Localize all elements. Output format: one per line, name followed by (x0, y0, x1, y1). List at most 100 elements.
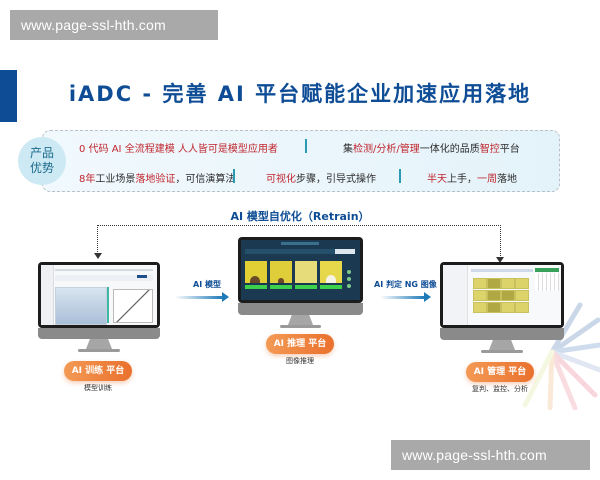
platform-badge-management: AI 管理 平台 (466, 362, 534, 382)
screen-info-box (335, 249, 355, 254)
advantages-panel: 0 代码 AI 全流程建模 人人皆可是模型应用者 集检测/分析/管理一体化的品质… (42, 130, 560, 192)
platform-badge-inference: AI 推理 平台 (266, 334, 334, 354)
status-bar-ok (245, 285, 267, 289)
monitor-chin (440, 328, 564, 340)
inference-screen (241, 240, 360, 300)
arrow-down-icon (496, 257, 504, 263)
screen-info-bar (245, 249, 335, 254)
screen-tabs (55, 269, 153, 271)
monitor-management (440, 262, 564, 356)
page-title: iADC - 完善 AI 平台赋能企业加速应用落地 (68, 82, 532, 106)
defect-mark (250, 276, 260, 283)
advantage-text: 平台 (499, 144, 520, 155)
ng-image-tile (487, 302, 501, 313)
platform-caption-management: 复判、监控、分析 (472, 385, 528, 393)
ng-image-tile (501, 302, 515, 313)
product-advantage-badge: 产品 优势 (18, 137, 66, 185)
monitor-chin (238, 303, 363, 315)
monitor-base (78, 349, 120, 352)
advantage-item-1: 0 代码 AI 全流程建模 人人皆可是模型应用者 (79, 140, 278, 155)
screen-calendar (535, 273, 559, 291)
monitor-chin (38, 328, 160, 339)
screen-button (137, 275, 147, 278)
separator (399, 169, 401, 183)
badge-line-2: 优势 (29, 161, 54, 175)
flow-label-ng-image: AI 判定 NG 图像 (374, 280, 437, 289)
watermark-top: www.page-ssl-hth.com (10, 10, 218, 40)
image-tile (295, 261, 317, 283)
advantage-highlight: 检测/分析/管理 (353, 144, 420, 155)
ng-image-tile (501, 278, 515, 289)
advantage-highlight: 一周 (477, 174, 497, 185)
curve-chart (113, 289, 153, 323)
ng-image-tile (487, 278, 501, 289)
advantage-text: 0 代码 AI 全流程建模 (79, 144, 178, 155)
advantage-highlight: 落地验证 (135, 174, 176, 185)
arrow-right-icon (175, 292, 229, 302)
advantage-highlight: 8年 (79, 174, 96, 185)
defect-mark (278, 278, 284, 283)
arrow-right-icon (380, 292, 431, 302)
retrain-label: AI 模型自优化（Retrain） (230, 210, 370, 223)
training-screen (41, 265, 157, 325)
status-bar-ok (320, 285, 342, 289)
side-accent-bar (0, 70, 17, 122)
advantage-highlight: 人人皆可是模型应用者 (177, 144, 278, 155)
advantage-item-2: 集检测/分析/管理一体化的品质智控平台 (343, 140, 520, 155)
ng-image-tile (473, 302, 487, 313)
advantage-text: 集 (343, 144, 353, 155)
ng-image-tile (515, 278, 529, 289)
monitor-stand (86, 339, 112, 349)
image-tile (270, 261, 292, 283)
advantage-text: 步骤，引导式操作 (296, 174, 376, 185)
advantage-text: 一体化的品质 (419, 144, 480, 155)
platform-badge-training: AI 训练 平台 (64, 361, 132, 381)
chart-divider (107, 287, 109, 323)
advantage-text: 落地 (497, 174, 517, 185)
separator (305, 139, 307, 153)
monitor-base (280, 325, 321, 328)
badge-line-1: 产品 (29, 146, 54, 160)
advantage-text: 上手， (447, 174, 477, 185)
ng-image-tile (487, 290, 501, 301)
retrain-loop-line (97, 225, 501, 256)
status-bar-ok (295, 285, 317, 289)
watermark-bottom: www.page-ssl-hth.com (391, 440, 590, 470)
advantage-item-4: 可视化步骤，引导式操作 (266, 170, 376, 185)
ng-image-tile (473, 290, 487, 301)
management-screen (443, 265, 561, 325)
loss-chart (55, 287, 107, 325)
advantage-highlight: 可视化 (266, 174, 296, 185)
screen-calendar-header (535, 268, 559, 272)
status-dot (347, 284, 351, 288)
status-bar-ok (270, 285, 292, 289)
advantage-highlight: 智控 (479, 144, 500, 155)
advantage-highlight: 半天 (427, 174, 447, 185)
advantage-text: 工业场景 (95, 174, 136, 185)
advantage-text: ，可信演算法 (175, 174, 236, 185)
screen-sidebar (41, 265, 54, 325)
screen-table-header (55, 275, 153, 281)
ng-image-tile (501, 290, 515, 301)
platform-caption-training: 模型训练 (84, 384, 112, 392)
flow-label-ai-model: AI 模型 (193, 280, 221, 289)
monitor-stand (288, 315, 313, 325)
monitor-training (38, 262, 160, 354)
ng-image-tile (515, 302, 529, 313)
arrow-down-icon (94, 253, 102, 259)
screen-sidebar (443, 265, 468, 325)
advantage-item-3: 8年工业场景落地验证，可信演算法 (79, 170, 235, 185)
screen-header-tab (281, 242, 319, 245)
status-dot (347, 277, 351, 281)
ng-image-tile (473, 278, 487, 289)
monitor-stand (489, 340, 515, 350)
ng-image-tile (515, 290, 529, 301)
status-dot (347, 270, 351, 274)
screen-filter-bar (471, 269, 533, 272)
monitor-base (481, 350, 523, 353)
monitor-inference (238, 237, 363, 333)
platform-caption-inference: 图像推理 (286, 357, 314, 365)
advantage-item-5: 半天上手，一周落地 (427, 170, 517, 185)
defect-mark (326, 275, 336, 283)
separator (233, 169, 235, 183)
